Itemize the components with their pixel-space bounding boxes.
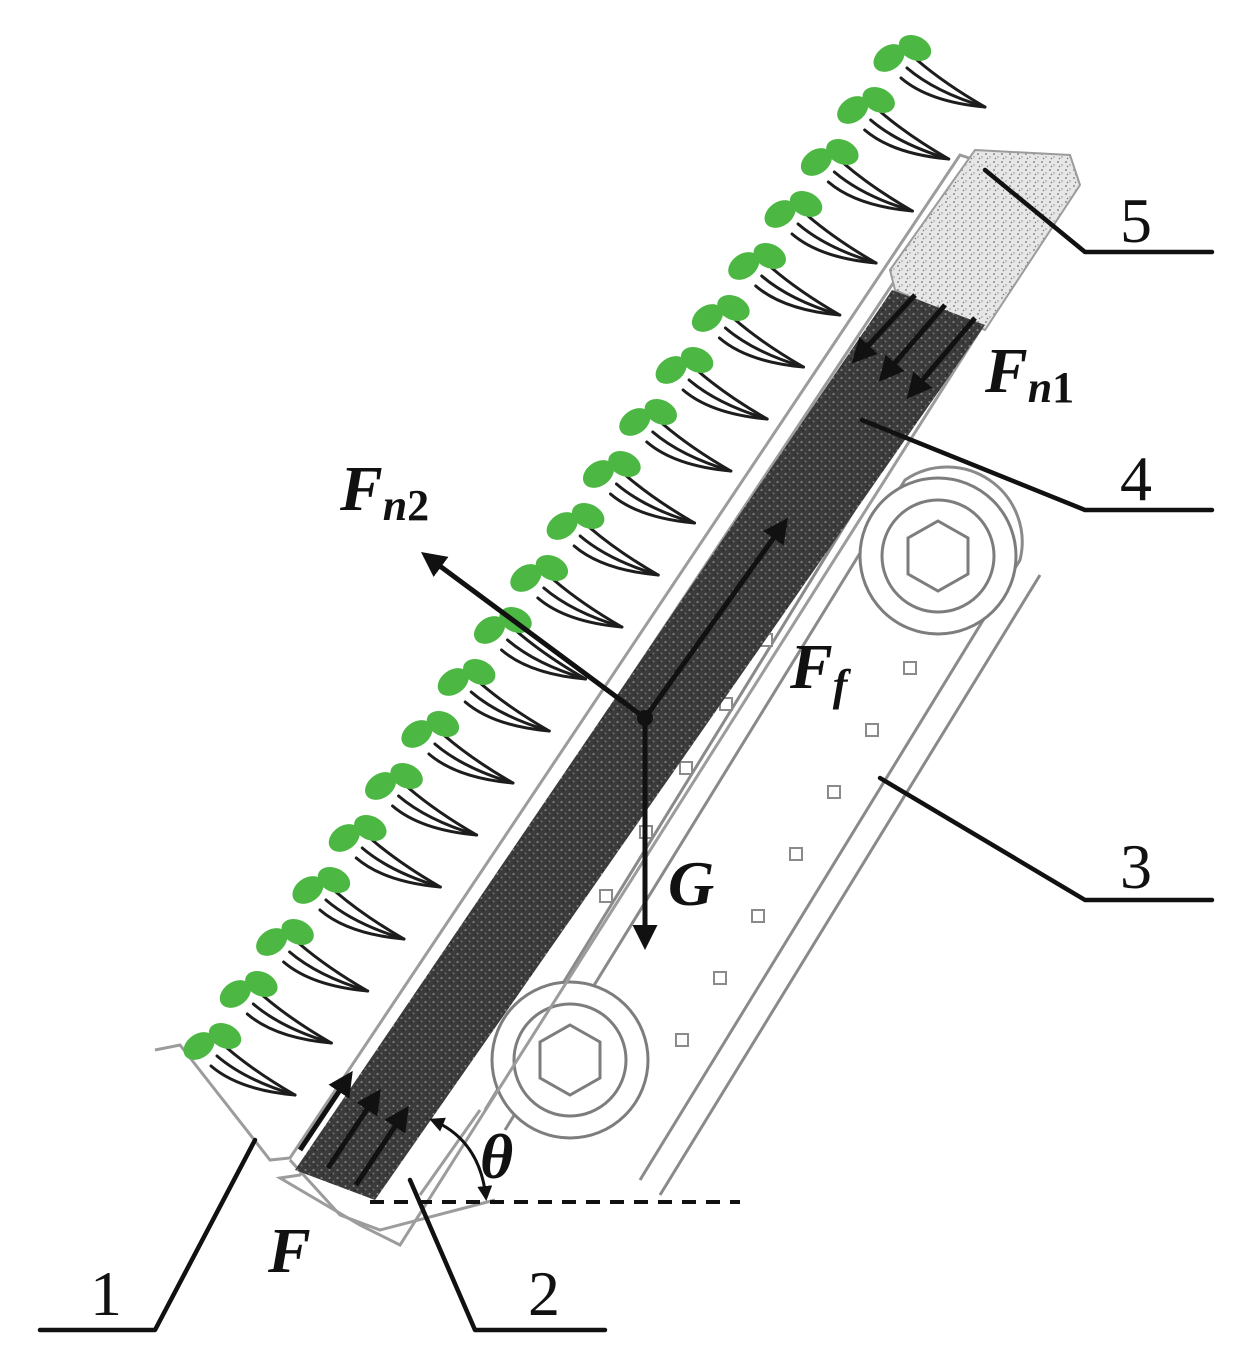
angle-arc — [429, 1117, 493, 1201]
push-force-label: F — [267, 1215, 311, 1286]
part-label-1: 1 — [90, 1258, 122, 1329]
seedling — [873, 34, 987, 109]
leader-3 — [877, 775, 1215, 903]
part-label-5: 5 — [1120, 185, 1152, 256]
seedling — [401, 710, 515, 785]
f-arrow-1 — [297, 1070, 353, 1152]
f-arrow-2 — [325, 1088, 381, 1170]
seedling — [328, 814, 442, 889]
angle-label: θ — [480, 1121, 513, 1192]
fn1-label: Fn1 — [984, 335, 1074, 412]
fn2-arrow — [420, 552, 647, 721]
f-arrow-3 — [353, 1105, 409, 1187]
leader-1 — [37, 1137, 258, 1333]
seedling — [256, 918, 370, 993]
force-arrows — [297, 293, 977, 1204]
gravity-label: G — [668, 848, 714, 919]
seedling — [510, 554, 624, 629]
fn2-label: Fn2 — [339, 453, 429, 530]
seedling — [619, 398, 733, 473]
part-label-2: 2 — [528, 1258, 560, 1329]
part-label-3: 3 — [1120, 831, 1152, 902]
seedling — [691, 294, 805, 369]
leader-5 — [982, 167, 1215, 255]
seedling — [837, 86, 951, 161]
upper-hex-hub — [906, 519, 970, 593]
seedling — [655, 346, 769, 421]
leader-lines — [37, 167, 1215, 1333]
light-substrate — [888, 148, 1082, 332]
seedling — [728, 242, 842, 317]
fn1-arrow-3 — [906, 316, 977, 399]
seedling — [764, 190, 878, 265]
seedling — [582, 450, 696, 525]
leader-2 — [407, 1177, 608, 1333]
lower-hex-hub — [538, 1023, 602, 1097]
leader-4 — [859, 417, 1215, 513]
seedling — [183, 1022, 297, 1097]
seedling — [365, 762, 479, 837]
seedling — [800, 138, 914, 213]
fn1-arrow-2 — [878, 303, 947, 382]
seedling — [546, 502, 660, 577]
ff-label: Ff — [789, 631, 852, 710]
dark-substrate — [295, 290, 985, 1200]
seedling — [219, 970, 333, 1045]
crawler-track — [483, 459, 1042, 1196]
part-label-4: 4 — [1120, 443, 1152, 514]
fn1-arrow-1 — [851, 293, 917, 364]
ff-arrow — [642, 517, 788, 720]
seedling — [437, 658, 551, 733]
seedling — [292, 866, 406, 941]
